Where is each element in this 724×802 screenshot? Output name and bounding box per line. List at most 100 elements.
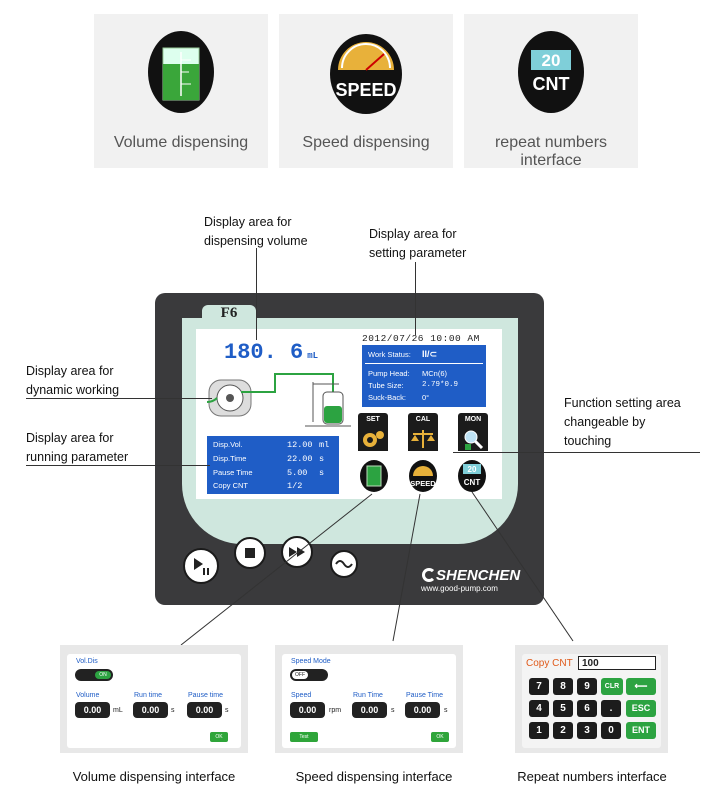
brand-logo-mark: [422, 568, 436, 582]
speed-mode-button[interactable]: SPEED: [407, 458, 439, 494]
speed-button-text: SPEED: [410, 479, 436, 488]
count-icon-text: CNT: [533, 74, 570, 94]
magnifier-icon: [458, 427, 488, 451]
caption-speed-interface: Speed dispensing interface: [295, 769, 453, 784]
feature-card-speed: SPEED Speed dispensing: [279, 14, 453, 168]
field-label: Pause Time: [406, 692, 443, 699]
field-label: Run Time: [353, 692, 383, 699]
run-time-field[interactable]: 0.00: [352, 702, 387, 718]
key-3[interactable]: 3: [577, 722, 597, 739]
work-status-label: Work Status:: [368, 350, 411, 359]
key-8[interactable]: 8: [553, 678, 573, 695]
volume-mode-button[interactable]: [358, 458, 390, 494]
tube-size-value: 2.79*0.9: [422, 381, 459, 389]
backspace-icon: ⟵: [634, 681, 648, 691]
key-7[interactable]: 7: [529, 678, 549, 695]
field-label: Volume: [76, 692, 100, 699]
suck-back-value: 0°: [422, 393, 430, 402]
vol-toggle-state: ON: [95, 671, 111, 679]
volume-unit: mL: [307, 351, 319, 361]
ok-button[interactable]: OK: [431, 732, 449, 742]
speed-gauge-icon: SPEED: [328, 30, 404, 119]
param-value: 5.00: [287, 468, 308, 478]
reverse-direction-icon: [335, 560, 353, 568]
speed-title: Speed Mode: [291, 658, 331, 665]
pump-head-label: Pump Head:: [368, 369, 410, 378]
brand-website: www.good-pump.com: [421, 584, 498, 593]
key-1[interactable]: 1: [529, 722, 549, 739]
key-4[interactable]: 4: [529, 700, 549, 717]
caption-repeat-interface: Repeat numbers interface: [517, 769, 667, 784]
key-5[interactable]: 5: [553, 700, 573, 717]
enter-key[interactable]: ENT: [626, 722, 656, 739]
vol-toggle[interactable]: ON: [75, 669, 113, 681]
pause-time-field[interactable]: 0.00: [405, 702, 440, 718]
feature-label: Volume dispensing: [113, 134, 249, 151]
feature-card-volume: Volume dispensing: [94, 14, 268, 168]
ok-button[interactable]: OK: [210, 732, 228, 742]
tube-size-label: Tube Size:: [368, 381, 404, 390]
dynamic-working-graphic: [205, 362, 355, 437]
param-value: 22.00: [287, 454, 313, 464]
speed-icon-text: SPEED: [335, 80, 396, 100]
field-label: Pause time: [188, 692, 224, 699]
param-name: Disp.Vol.: [213, 440, 243, 449]
pause-time-field[interactable]: 0.00: [187, 702, 222, 718]
feature-card-repeat: 20 CNT repeat numbers interface: [464, 14, 638, 169]
stop-button[interactable]: [234, 537, 266, 569]
backspace-key[interactable]: ⟵: [626, 678, 656, 695]
count-mode-button[interactable]: 20 CNT: [456, 458, 488, 494]
brand-name: SHENCHEN: [436, 567, 521, 584]
param-name: Copy CNT: [213, 481, 249, 490]
field-label: Run time: [134, 692, 163, 699]
test-button[interactable]: Test: [290, 732, 318, 742]
esc-key[interactable]: ESC: [626, 700, 656, 717]
scale-icon: [408, 427, 438, 451]
field-unit: s: [171, 707, 175, 714]
cal-label: CAL: [408, 413, 438, 427]
speed-toggle-state: OFF: [292, 671, 308, 679]
mon-label: MON: [458, 413, 488, 427]
feature-label: repeat numbers interface: [494, 134, 608, 169]
set-label: SET: [358, 413, 388, 427]
beaker-icon: [146, 30, 216, 119]
field-unit: mL: [113, 707, 123, 714]
count-icon-number: 20: [542, 51, 561, 70]
run-time-field[interactable]: 0.00: [133, 702, 168, 718]
pump-head-value: MCn(6): [422, 369, 448, 378]
suck-back-label: Suck-Back:: [368, 393, 406, 402]
direction-button[interactable]: [330, 550, 358, 578]
key-dot[interactable]: .: [601, 700, 621, 717]
param-name: Disp.Time: [213, 454, 247, 463]
param-value: 1/2: [287, 481, 303, 491]
stop-icon: [245, 548, 255, 558]
play-pause-icon: [194, 558, 209, 575]
param-unit: s: [319, 454, 325, 464]
key-6[interactable]: 6: [577, 700, 597, 717]
vol-title: Vol.Dis: [76, 658, 98, 665]
datetime: 2012/07/26 10:00 AM: [362, 333, 480, 344]
play-pause-button[interactable]: [183, 548, 219, 584]
repeat-interface: Copy CNT 100 7 8 9 CLR ⟵ 4 5 6 . ESC 1 2…: [515, 645, 668, 753]
feature-label: Speed dispensing: [302, 134, 430, 151]
cnt-button-text: CNT: [464, 478, 481, 487]
key-9[interactable]: 9: [577, 678, 597, 695]
volume-interface: Vol.Dis ON Volume 0.00 mL Run time 0.00 …: [60, 645, 248, 753]
clear-key[interactable]: CLR: [601, 678, 623, 695]
volume-field[interactable]: 0.00: [75, 702, 110, 718]
field-unit: s: [444, 707, 448, 714]
speed-field[interactable]: 0.00: [290, 702, 325, 718]
speed-toggle[interactable]: OFF: [290, 669, 328, 681]
copy-cnt-input[interactable]: 100: [578, 656, 656, 670]
setting-panel: Work Status: II/⊂ Pump Head: MCn(6) Tube…: [362, 345, 486, 407]
speed-interface: Speed Mode OFF Speed 0.00 rpm Run Time 0…: [275, 645, 463, 753]
key-2[interactable]: 2: [553, 722, 573, 739]
gear-icon: [358, 427, 388, 451]
field-label: Speed: [291, 692, 312, 699]
key-0[interactable]: 0: [601, 722, 621, 739]
field-unit: rpm: [329, 707, 342, 714]
